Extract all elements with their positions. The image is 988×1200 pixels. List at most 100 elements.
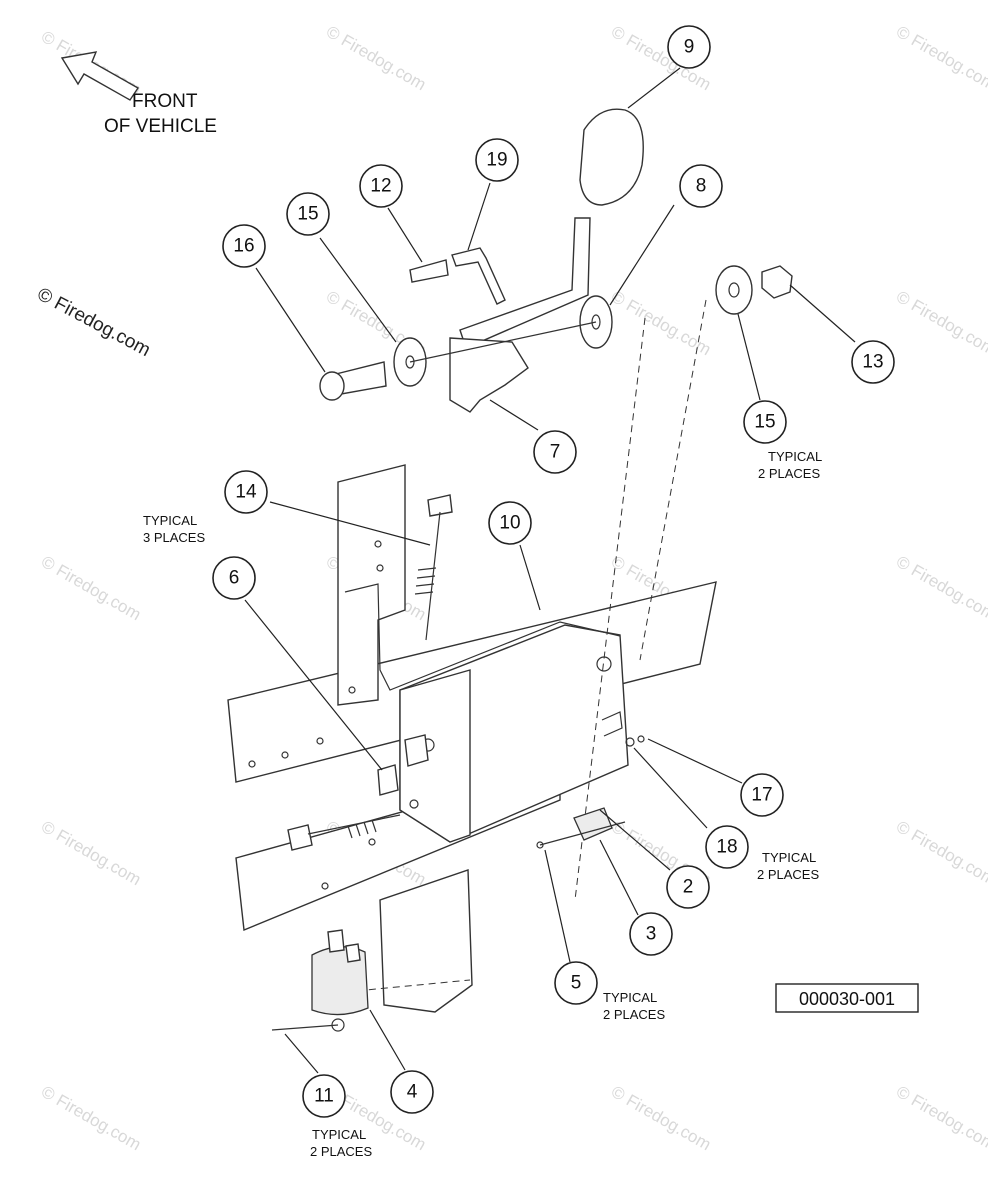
detent-bolt xyxy=(409,259,449,283)
svg-text:14: 14 xyxy=(235,482,257,503)
shift-lever-assembly xyxy=(449,108,644,413)
svg-text:13: 13 xyxy=(862,352,883,373)
copyright-text: © Firedog.com xyxy=(34,284,154,361)
lock-washer xyxy=(625,737,635,747)
svg-text:15: 15 xyxy=(297,204,318,225)
leader-lines xyxy=(244,67,856,1074)
svg-text:15: 15 xyxy=(754,412,775,433)
note-11-line2: 2 PLACES xyxy=(310,1144,372,1159)
watermark: © Firedog.com xyxy=(893,552,988,624)
note-5-line1: TYPICAL xyxy=(603,990,657,1005)
pivot-hardware-right xyxy=(715,265,793,315)
leader-10 xyxy=(519,544,541,611)
solenoid-terminal xyxy=(345,943,361,963)
frame-hole xyxy=(348,686,356,694)
alignment-line xyxy=(639,299,707,661)
bracket-rear-tab xyxy=(601,711,623,737)
lever-pivot-plate xyxy=(449,337,529,413)
frame-hole xyxy=(376,564,384,572)
callout-3: 3 xyxy=(629,912,673,956)
callout-11: 11 xyxy=(302,1074,346,1118)
svg-text:3: 3 xyxy=(646,924,657,945)
solenoid-washer xyxy=(331,1018,345,1032)
callout-8: 8 xyxy=(679,164,723,208)
hex-nut xyxy=(637,735,645,743)
leader-17 xyxy=(647,738,743,784)
note-15-line1: TYPICAL xyxy=(768,449,822,464)
note-14-line2: 3 PLACES xyxy=(143,530,205,545)
callout-4: 4 xyxy=(390,1070,434,1114)
switch-screw xyxy=(539,821,626,846)
callout-2: 2 xyxy=(666,865,710,909)
note-14-line1: TYPICAL xyxy=(143,513,197,528)
watermark: © Firedog.com xyxy=(893,817,988,889)
leader-4 xyxy=(369,1009,406,1071)
front-label-line2: OF VEHICLE xyxy=(104,116,217,137)
watermark: © Firedog.com xyxy=(38,817,144,889)
svg-text:10: 10 xyxy=(499,513,520,534)
callout-18: 18 xyxy=(705,825,749,869)
pivot-washer-right xyxy=(715,265,753,315)
svg-text:18: 18 xyxy=(716,837,737,858)
svg-text:9: 9 xyxy=(684,37,695,58)
notes: TYPICAL 3 PLACES TYPICAL 2 PLACES TYPICA… xyxy=(143,449,822,1159)
note-18-line1: TYPICAL xyxy=(762,850,816,865)
solenoid-screw xyxy=(271,1024,339,1031)
bracket-hole xyxy=(409,799,419,809)
svg-text:6: 6 xyxy=(229,568,240,589)
frame-hole xyxy=(368,838,376,846)
svg-text:16: 16 xyxy=(233,236,254,257)
watermark: © Firedog.com xyxy=(608,1082,714,1154)
leader-15a xyxy=(319,237,397,343)
note-5-line2: 2 PLACES xyxy=(603,1007,665,1022)
detent-link xyxy=(451,247,506,305)
mount-bolt-14 xyxy=(414,494,453,641)
callout-17: 17 xyxy=(740,773,784,817)
callout-10: 10 xyxy=(488,501,532,545)
frame-hole xyxy=(281,751,289,759)
lower-bolt-shaft xyxy=(307,814,401,835)
svg-text:5: 5 xyxy=(571,973,582,994)
frame-hole xyxy=(316,737,324,745)
leader-16 xyxy=(255,267,326,373)
front-arrow-icon xyxy=(60,51,140,101)
pivot-axis-line xyxy=(409,321,597,363)
leader-19 xyxy=(467,182,491,251)
watermark: © Firedog.com xyxy=(38,1082,144,1154)
bracket-top-lip xyxy=(344,583,621,691)
solenoid-assembly xyxy=(271,929,369,1032)
callout-5: 5 xyxy=(554,961,598,1005)
reference-box-frame xyxy=(775,983,919,1013)
mount-bolt-head xyxy=(427,494,453,517)
lower-bolt-thread xyxy=(347,819,377,839)
callout-14: 14 xyxy=(224,470,268,514)
svg-text:11: 11 xyxy=(314,1086,334,1107)
neutral-switch xyxy=(573,807,613,841)
pivot-washer-right-hole xyxy=(728,282,740,298)
switch-screw-head xyxy=(536,841,544,849)
watermark: © Firedog.com xyxy=(608,287,714,359)
shift-knob xyxy=(579,108,644,206)
frame-lower-post xyxy=(379,869,473,1013)
callout-15-right: 15 xyxy=(743,400,787,444)
svg-text:12: 12 xyxy=(370,176,391,197)
front-of-vehicle-indicator: FRONT OF VEHICLE xyxy=(60,51,217,137)
lower-bolt xyxy=(287,814,401,851)
mount-bolt-thread xyxy=(414,567,437,595)
leader-15b xyxy=(737,313,761,401)
svg-text:17: 17 xyxy=(751,785,772,806)
frame-hole xyxy=(248,760,256,768)
reference-number-box: 000030-001 xyxy=(775,983,919,1013)
bracket-boss xyxy=(404,734,429,767)
front-label-line1: FRONT xyxy=(132,91,198,112)
leader-5 xyxy=(544,849,571,963)
watermark: © Firedog.com xyxy=(323,22,429,94)
pivot-hardware-left xyxy=(319,321,597,401)
leader-9 xyxy=(627,67,681,109)
leader-8 xyxy=(609,204,675,306)
leader-13 xyxy=(789,284,856,343)
note-15-line2: 2 PLACES xyxy=(758,466,820,481)
pivot-washer-hole xyxy=(591,314,601,330)
bracket-side-flange xyxy=(399,669,471,843)
svg-text:4: 4 xyxy=(407,1082,418,1103)
